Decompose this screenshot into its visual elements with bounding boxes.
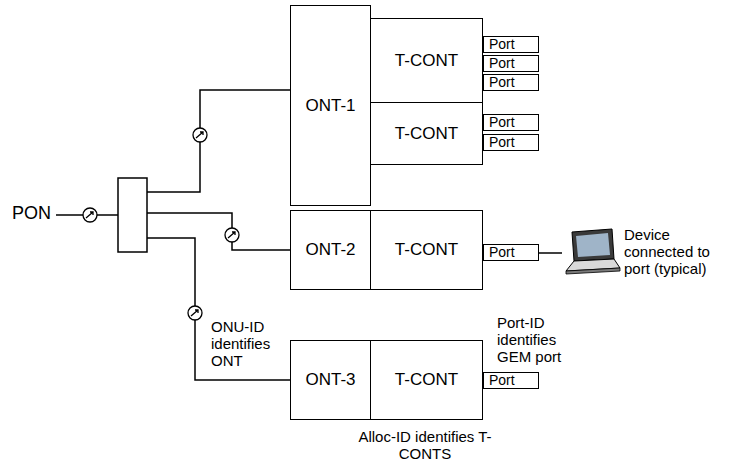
fiber-symbol: [83, 208, 97, 222]
fiber-line: [147, 213, 290, 250]
fiber-line: [147, 238, 290, 380]
fiber-symbol: [188, 306, 202, 320]
ont-box: ONT-1: [290, 5, 371, 206]
box-label: T-CONT: [395, 241, 458, 259]
fiber-symbols: [83, 128, 239, 320]
box-label: Port: [489, 115, 515, 130]
device-cable: [539, 252, 562, 254]
tcont-box: T-CONT: [370, 340, 483, 420]
device-note: Device connected to port (typical): [624, 226, 728, 277]
ont-box: ONT-2: [290, 210, 371, 290]
tcont-box: T-CONT: [370, 210, 483, 290]
port-box: Port: [483, 114, 539, 131]
box-label: ONT-2: [305, 241, 355, 259]
box-label: Port: [489, 75, 515, 90]
box-label: Port: [489, 135, 515, 150]
splitter-box: [118, 178, 147, 252]
box-label: T-CONT: [395, 125, 458, 143]
port-box: Port: [483, 134, 539, 151]
port-box: Port: [483, 372, 539, 389]
port-box: Port: [483, 36, 539, 53]
fiber-symbol: [225, 228, 239, 242]
box-label: ONT-3: [305, 371, 355, 389]
fiber-symbol: [193, 128, 207, 142]
box-label: T-CONT: [395, 371, 458, 389]
box-label: Port: [489, 373, 515, 388]
port-box: Port: [483, 244, 539, 261]
port-id-note: Port-ID identifies GEM port: [497, 314, 589, 365]
onu-id-note: ONU-ID identifies ONT: [211, 318, 289, 369]
port-box: Port: [483, 74, 539, 91]
tcont-box: T-CONT: [370, 18, 483, 103]
tcont-box: T-CONT: [370, 102, 483, 165]
laptop-icon: [566, 229, 620, 274]
port-box: Port: [483, 55, 539, 72]
box-label: Port: [489, 37, 515, 52]
box-label: Port: [489, 245, 515, 260]
ont-box: ONT-3: [290, 340, 371, 420]
box-label: Port: [489, 56, 515, 71]
alloc-id-note: Alloc-ID identifies T-CONTS: [345, 428, 505, 462]
fiber-line: [147, 90, 290, 192]
network-label: PON: [12, 205, 51, 222]
box-label: T-CONT: [395, 52, 458, 70]
box-label: ONT-1: [305, 97, 355, 115]
